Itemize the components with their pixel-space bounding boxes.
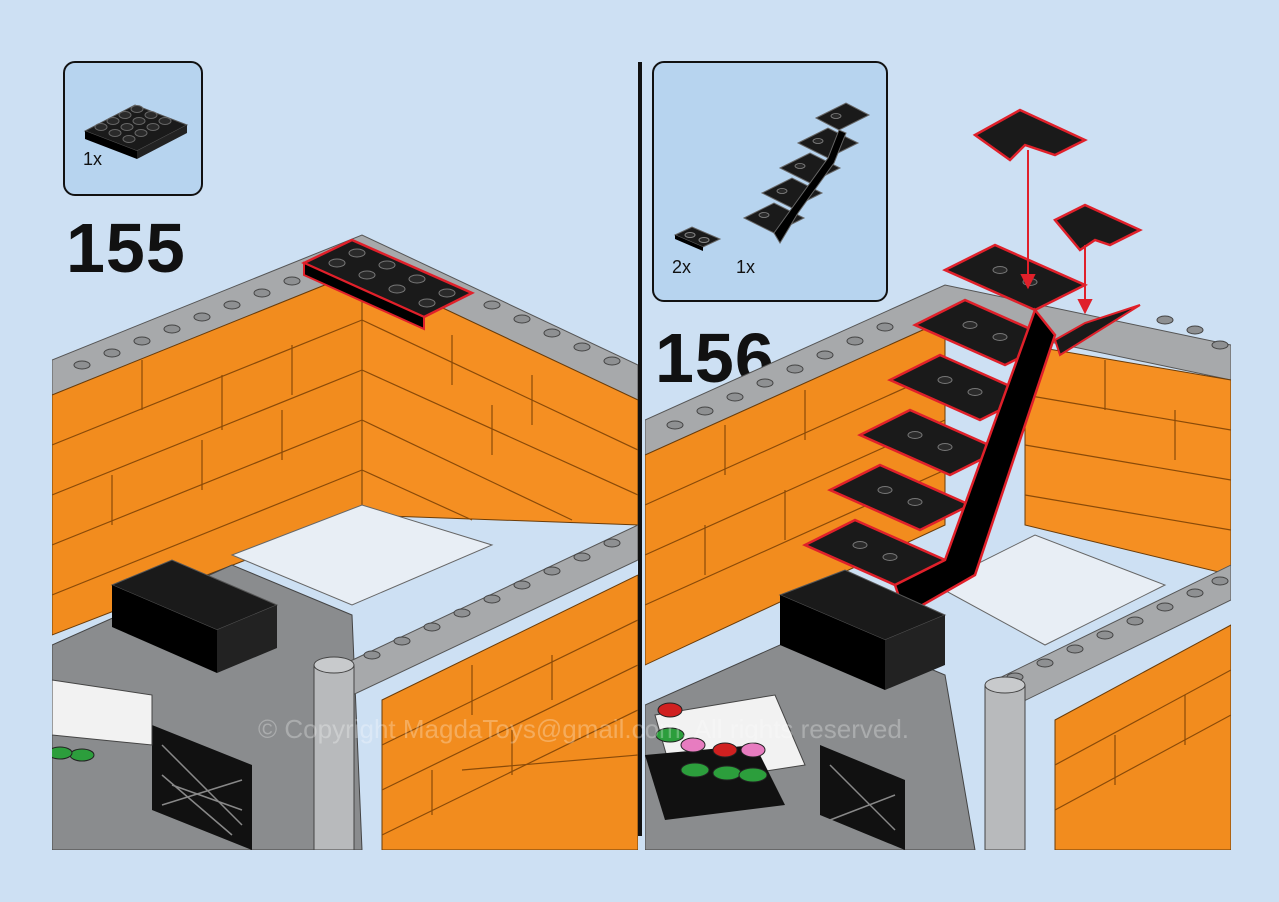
- part-quantity: 1x: [736, 257, 756, 277]
- step-number-155: 155: [66, 209, 186, 287]
- copyright-watermark: © Copyright MagdaToys@gmail.com. All rig…: [258, 714, 910, 744]
- part-quantity: 1x: [83, 149, 103, 169]
- plate-corner-black-icon: [673, 226, 722, 251]
- build-scene-156: [645, 108, 1231, 850]
- page-divider: [638, 62, 642, 836]
- part-quantity: 2x: [672, 257, 692, 277]
- build-scene-155: [52, 234, 638, 850]
- plate-2x4-black-icon: [83, 104, 189, 159]
- parts-callout-156: 2x 1x: [652, 61, 888, 302]
- staircase-black-icon: [742, 102, 871, 244]
- parts-callout-155: 1x: [63, 61, 203, 196]
